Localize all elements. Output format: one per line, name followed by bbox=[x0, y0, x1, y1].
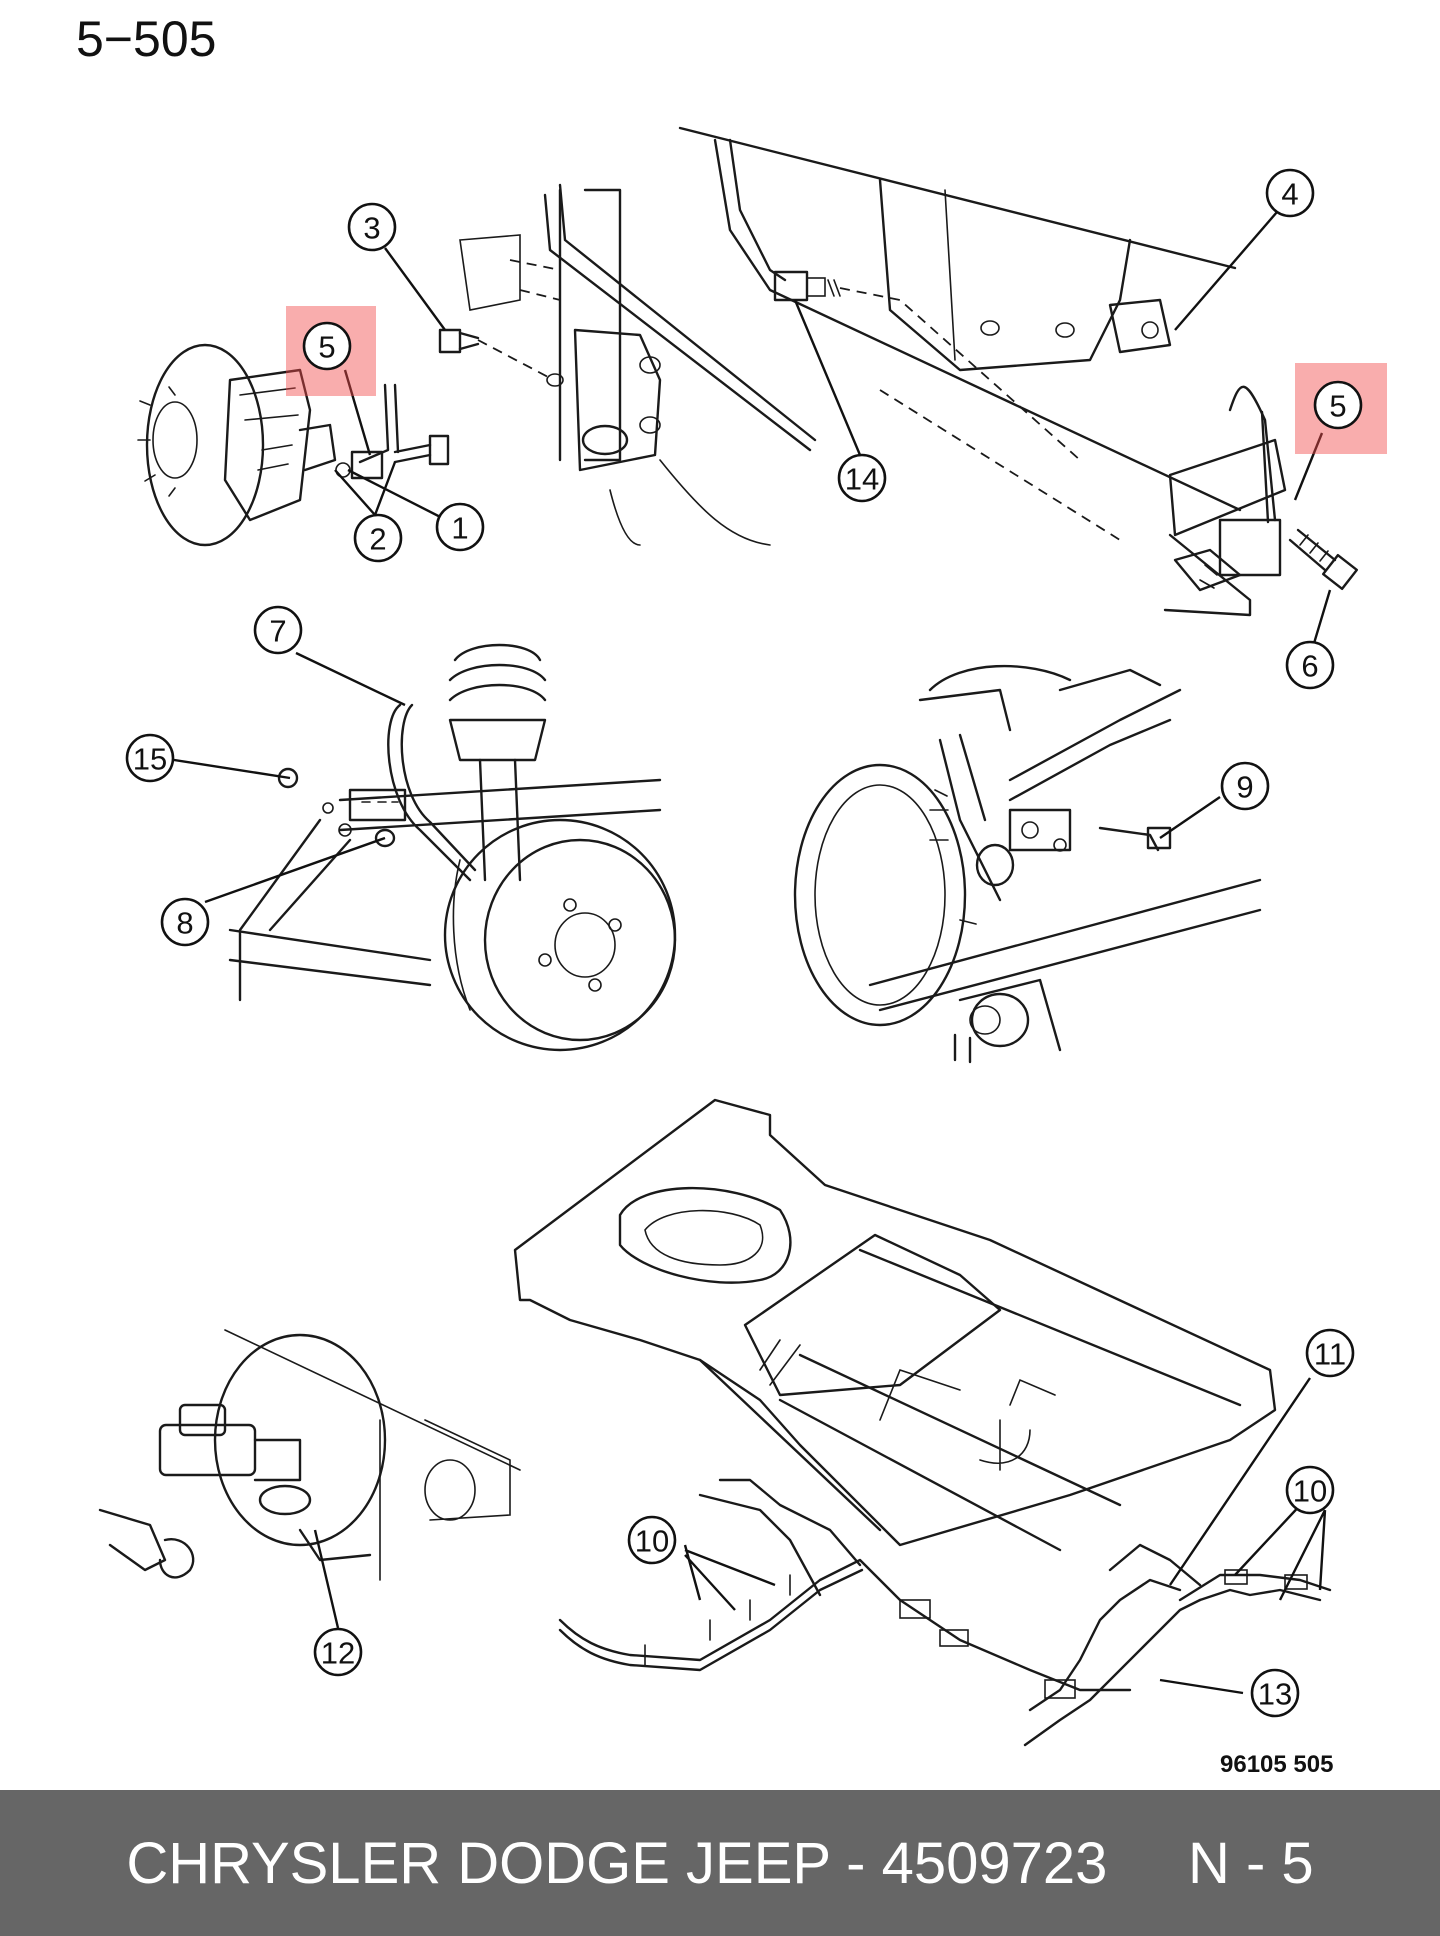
callout-4: 4 bbox=[1265, 168, 1315, 218]
page-title: 5−505 bbox=[76, 11, 217, 67]
rear-hose-bracket-assembly bbox=[678, 126, 1359, 617]
callout-12: 12 bbox=[313, 1627, 363, 1677]
callout-8: 8 bbox=[160, 897, 210, 947]
svg-text:3: 3 bbox=[363, 211, 380, 246]
front-brake-assembly bbox=[137, 183, 817, 547]
callout-2: 2 bbox=[353, 513, 403, 563]
callout-14: 14 bbox=[837, 453, 887, 503]
footer-bar: CHRYSLER DODGE JEEP - 4509723 N - 5 bbox=[0, 1790, 1440, 1936]
svg-text:11: 11 bbox=[1314, 1337, 1346, 1372]
svg-text:10: 10 bbox=[635, 1524, 669, 1559]
svg-text:14: 14 bbox=[845, 462, 879, 497]
callout-10-right: 10 bbox=[1285, 1465, 1335, 1515]
svg-text:13: 13 bbox=[1258, 1677, 1292, 1712]
callout-5-left: 5 bbox=[302, 321, 352, 371]
callout-5-right: 5 bbox=[1313, 380, 1363, 430]
svg-text:7: 7 bbox=[269, 614, 286, 649]
svg-text:12: 12 bbox=[321, 1636, 355, 1671]
svg-text:6: 6 bbox=[1301, 649, 1318, 684]
callout-9: 9 bbox=[1220, 761, 1270, 811]
callout-13: 13 bbox=[1250, 1668, 1300, 1718]
svg-text:8: 8 bbox=[176, 906, 193, 941]
callout-6: 6 bbox=[1285, 640, 1335, 690]
rear-drum-right-assembly bbox=[793, 664, 1262, 1064]
callout-10-left: 10 bbox=[627, 1515, 677, 1565]
floor-pan-and-lines bbox=[98, 1098, 1332, 1747]
svg-text:5: 5 bbox=[1329, 389, 1346, 424]
diagram-code: 96105 505 bbox=[1220, 1751, 1333, 1778]
svg-text:15: 15 bbox=[133, 742, 167, 777]
svg-text:5: 5 bbox=[318, 330, 335, 365]
svg-text:1: 1 bbox=[451, 511, 468, 546]
svg-text:10: 10 bbox=[1293, 1474, 1327, 1509]
callout-7: 7 bbox=[253, 605, 303, 655]
svg-text:2: 2 bbox=[369, 522, 386, 557]
callout-leaders bbox=[154, 211, 1332, 1695]
rear-drum-left-assembly bbox=[228, 643, 677, 1052]
callout-3: 3 bbox=[347, 202, 397, 252]
callout-11: 11 bbox=[1305, 1328, 1355, 1378]
svg-text:9: 9 bbox=[1236, 770, 1253, 805]
footer-text: CHRYSLER DODGE JEEP - 4509723 N - 5 bbox=[126, 1830, 1314, 1896]
callout-15: 15 bbox=[125, 733, 175, 783]
svg-text:4: 4 bbox=[1281, 177, 1298, 212]
callout-1: 1 bbox=[435, 502, 485, 552]
brake-parts-diagram: 1 2 3 4 5 5 6 7 8 9 10 10 11 12 13 14 15… bbox=[98, 126, 1387, 1778]
